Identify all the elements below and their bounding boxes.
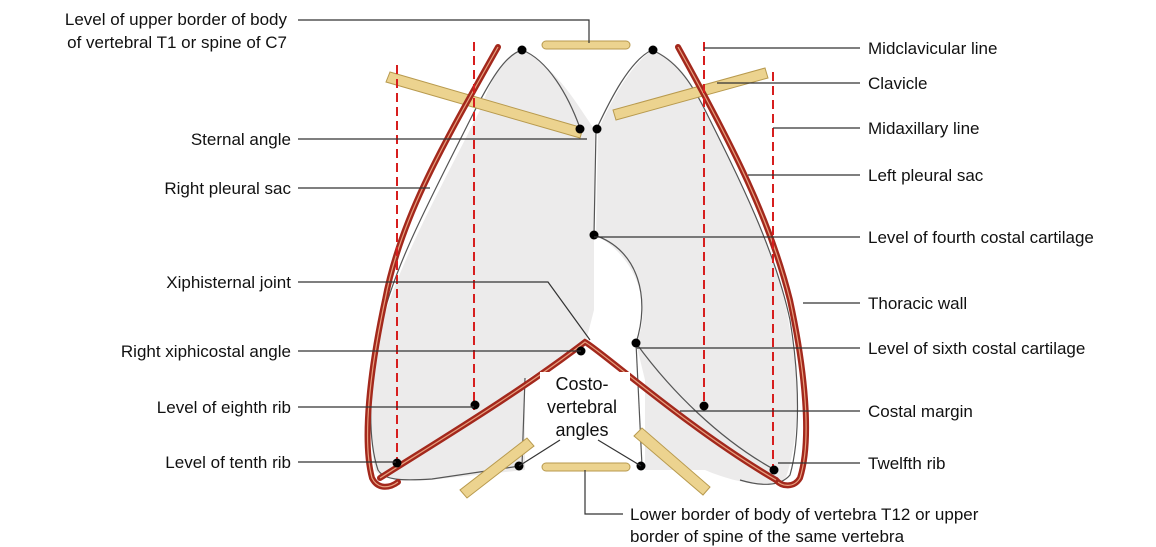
- dot-left-eighth-rib: [700, 402, 709, 411]
- vertebra-t1-bar: [542, 41, 630, 49]
- label-right-xiphicostal-angle: Right xiphicostal angle: [121, 342, 291, 361]
- leader-lower-border: [585, 470, 623, 514]
- leader-upper-border: [298, 20, 589, 43]
- dot-right-tenth-rib: [393, 459, 402, 468]
- dot-sixth-costal: [632, 339, 641, 348]
- label-midclavicular-line: Midclavicular line: [868, 39, 997, 58]
- label-clavicle: Clavicle: [868, 74, 928, 93]
- label-lower-border-line1: Lower border of body of vertebra T12 or …: [630, 505, 979, 524]
- label-costo-line2: vertebral: [547, 397, 617, 417]
- label-sternal-angle: Sternal angle: [191, 130, 291, 149]
- vertebra-t12-bar: [542, 463, 630, 471]
- label-costo-line3: angles: [555, 420, 608, 440]
- dot-left-apex: [649, 46, 658, 55]
- dot-sternal-left: [593, 125, 602, 134]
- label-level-tenth-rib: Level of tenth rib: [165, 453, 291, 472]
- label-midaxillary-line: Midaxillary line: [868, 119, 979, 138]
- dot-fourth-costal: [590, 231, 599, 240]
- label-twelfth-rib: Twelfth rib: [868, 454, 945, 473]
- leader-costovertebral-left: [598, 440, 641, 466]
- dot-right-eighth-rib: [471, 401, 480, 410]
- dot-sternal-right: [576, 125, 585, 134]
- label-upper-border-line1: Level of upper border of body: [65, 10, 288, 29]
- label-costal-margin: Costal margin: [868, 402, 973, 421]
- label-costo-line1: Costo-: [555, 374, 608, 394]
- label-thoracic-wall: Thoracic wall: [868, 294, 967, 313]
- label-lower-border-line2: border of spine of the same vertebra: [630, 527, 905, 546]
- label-upper-border-line2: of vertebral T1 or spine of C7: [67, 33, 287, 52]
- label-level-fourth-costal: Level of fourth costal cartilage: [868, 228, 1094, 247]
- label-left-pleural-sac: Left pleural sac: [868, 166, 984, 185]
- label-level-eighth-rib: Level of eighth rib: [157, 398, 291, 417]
- label-level-sixth-costal: Level of sixth costal cartilage: [868, 339, 1085, 358]
- label-xiphisternal-joint: Xiphisternal joint: [166, 273, 291, 292]
- dot-left-tenth-rib: [770, 466, 779, 475]
- dot-right-apex: [518, 46, 527, 55]
- label-right-pleural-sac: Right pleural sac: [164, 179, 291, 198]
